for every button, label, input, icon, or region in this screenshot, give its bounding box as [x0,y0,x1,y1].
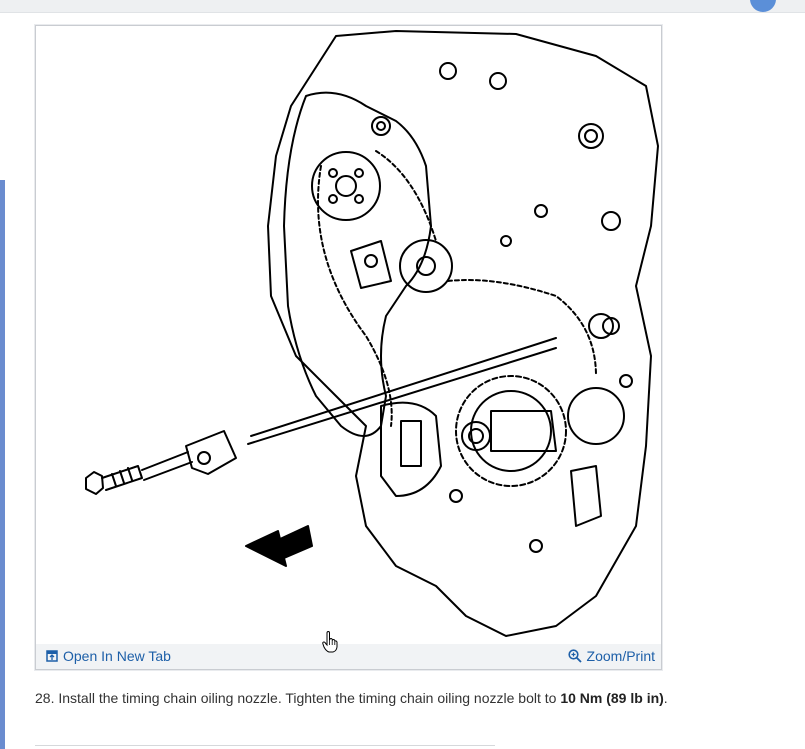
avatar[interactable] [750,0,776,12]
zoom-print-label: Zoom/Print [586,648,655,664]
torque-value: 10 Nm (89 lb in) [560,690,664,706]
zoom-print-button[interactable]: Zoom/Print [567,648,655,664]
figure-card: Open In New Tab Zoom/Print [35,25,662,670]
figure-toolbar: Open In New Tab Zoom/Print [36,644,661,669]
hand-pointer-icon [322,630,338,658]
step-number: 28. [35,690,55,706]
open-in-new-tab-label: Open In New Tab [63,648,171,664]
browser-top-bar [0,0,805,13]
zoom-icon [567,649,582,663]
instruction-step-28: 28. Install the timing chain oiling nozz… [35,690,668,706]
open-in-new-tab-button[interactable]: Open In New Tab [46,648,171,664]
engine-timing-chain-diagram [85,30,659,637]
instruction-text-end: . [663,690,668,706]
divider [35,745,495,746]
open-in-new-tab-icon [46,650,58,662]
instruction-text: Install the timing chain oiling nozzle. … [54,690,561,706]
left-accent-strip [0,180,5,749]
